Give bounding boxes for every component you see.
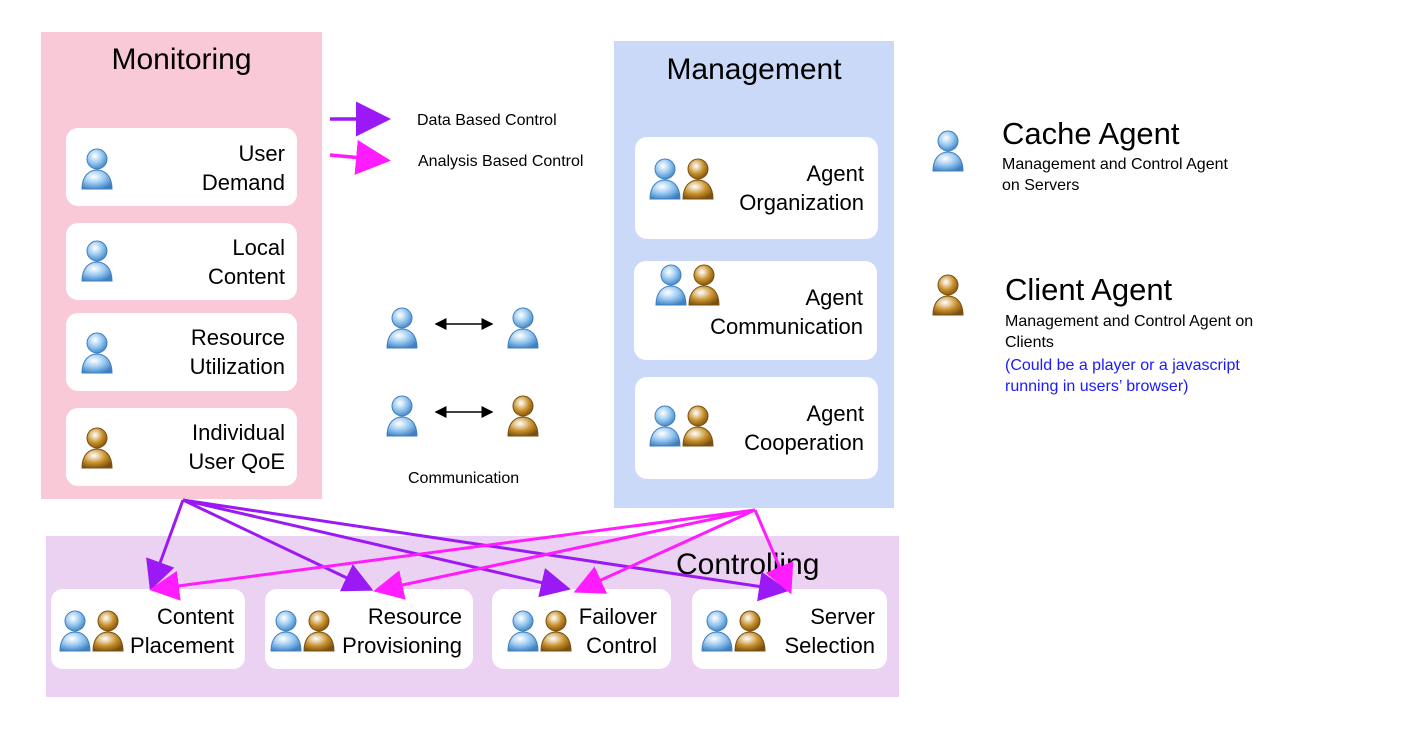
controlling-card-server-selection: Server Selection: [692, 589, 887, 669]
cache-agent-icon: [648, 156, 682, 205]
cache-agent-icon: [58, 608, 92, 657]
monitoring-card-local-content: Local Content: [66, 223, 297, 300]
client-agent-icon: [733, 608, 767, 657]
card-label: User Demand: [201, 141, 285, 195]
cache-agent-title: Cache Agent: [1002, 116, 1180, 151]
client-agent-icon: [681, 403, 715, 452]
card-label: Agent Organization: [739, 161, 864, 215]
analysis-based-control-arrow: [329, 139, 391, 175]
card-label: Agent Cooperation: [744, 401, 864, 455]
client-agent-icon: [80, 425, 114, 474]
analysis-based-control-label: Analysis Based Control: [418, 153, 584, 170]
client-agent-icon: [302, 608, 336, 657]
cache-agent-icon: [506, 608, 540, 657]
management-card-agent-cooperation: Agent Cooperation: [635, 377, 878, 479]
cache-agent-icon: [506, 305, 540, 354]
monitoring-card-resource-utilization: Resource Utilization: [66, 313, 297, 391]
cache-agent-icon: [700, 608, 734, 657]
cache-agent-icon: [654, 262, 688, 311]
client-agent-title: Client Agent: [1005, 272, 1173, 307]
monitoring-title: Monitoring: [111, 43, 252, 76]
cache-agent-icon: [80, 146, 114, 195]
monitoring-card-user-demand: User Demand: [66, 128, 297, 206]
cache-agent-icon: [648, 403, 682, 452]
management-title: Management: [666, 53, 842, 86]
cache-agent-description: Management and Control Agent on Servers: [1002, 156, 1228, 194]
cache-agent-icon: [385, 305, 419, 354]
cache-agent-icon: [80, 330, 114, 379]
card-label: Local Content: [207, 235, 285, 289]
monitoring-card-individual-user-qoe: Individual User QoE: [66, 408, 297, 486]
client-agent-note: (Could be a player or a javascript runni…: [1005, 357, 1240, 395]
client-agent-icon: [687, 262, 721, 311]
card-label: Server Selection: [784, 604, 875, 658]
communication-label: Communication: [408, 470, 520, 487]
client-agent-icon: [539, 608, 573, 657]
card-label: Content Placement: [130, 604, 234, 658]
analysis-based-control-arrows: [149, 508, 794, 601]
client-agent-description: Management and Control Agent on Clients: [1005, 313, 1254, 351]
client-agent-icon: [681, 156, 715, 205]
controlling-title: Controlling: [676, 548, 820, 581]
controlling-card-failover-control: Failover Control: [492, 589, 671, 669]
client-agent-icon: [91, 608, 125, 657]
cache-agent-legend-icon: [931, 128, 965, 177]
client-agent-icon: [506, 393, 540, 442]
card-label: Resource Provisioning: [342, 604, 462, 658]
controlling-card-resource-provisioning: Resource Provisioning: [265, 589, 473, 669]
card-label: Individual User QoE: [188, 420, 285, 474]
card-label: Failover Control: [578, 604, 657, 658]
data-based-control-label: Data Based Control: [417, 112, 557, 129]
cache-agent-icon: [385, 393, 419, 442]
client-agent-legend-icon: [931, 272, 965, 321]
card-label: Agent Communication: [710, 285, 863, 339]
controlling-card-content-placement: Content Placement: [51, 589, 245, 669]
cache-agent-icon: [80, 238, 114, 287]
cache-agent-icon: [269, 608, 303, 657]
card-label: Resource Utilization: [189, 325, 285, 379]
